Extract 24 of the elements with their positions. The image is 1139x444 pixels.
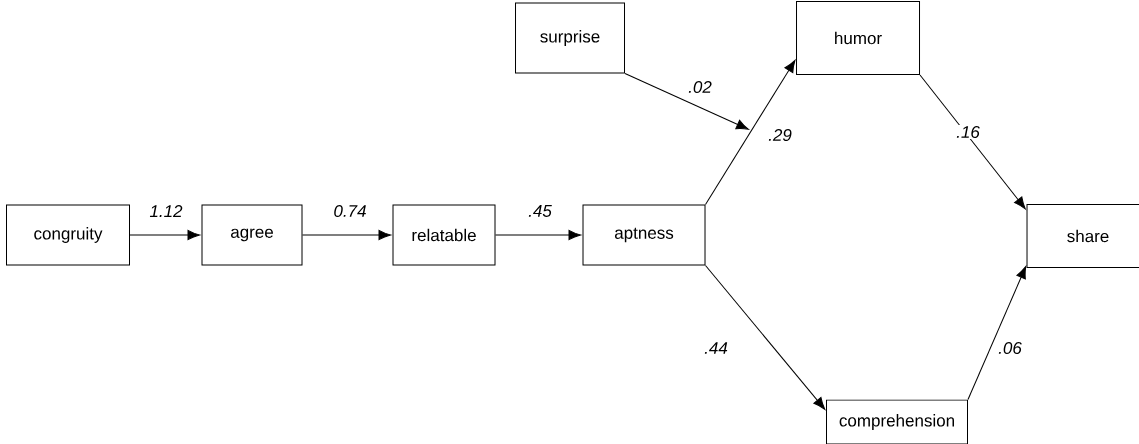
arrow	[302, 229, 392, 241]
arrow	[919, 74, 1026, 210]
arrow	[705, 265, 826, 410]
arrow	[705, 59, 796, 205]
edge-label: .45	[527, 204, 553, 218]
process-box: comprehension	[826, 399, 968, 444]
edge-label: 1.12	[148, 204, 184, 218]
process-box: share	[1026, 204, 1139, 268]
process-box: surprise	[515, 2, 625, 74]
edge-label: .02	[687, 80, 713, 94]
arrow	[495, 229, 582, 241]
edge-label: .44	[703, 341, 729, 355]
process-box: aptness	[582, 204, 706, 266]
process-box: agree	[201, 204, 303, 266]
arrow	[624, 73, 749, 130]
edge-label: .06	[997, 341, 1023, 355]
edge-label: 0.74	[332, 204, 368, 218]
process-box: congruity	[6, 204, 130, 266]
arrow	[129, 229, 201, 241]
process-box: humor	[796, 1, 920, 75]
process-box: relatable	[392, 204, 496, 266]
edge-label: .16	[955, 125, 981, 139]
edge-label: .29	[767, 128, 793, 142]
arrow	[967, 266, 1027, 400]
